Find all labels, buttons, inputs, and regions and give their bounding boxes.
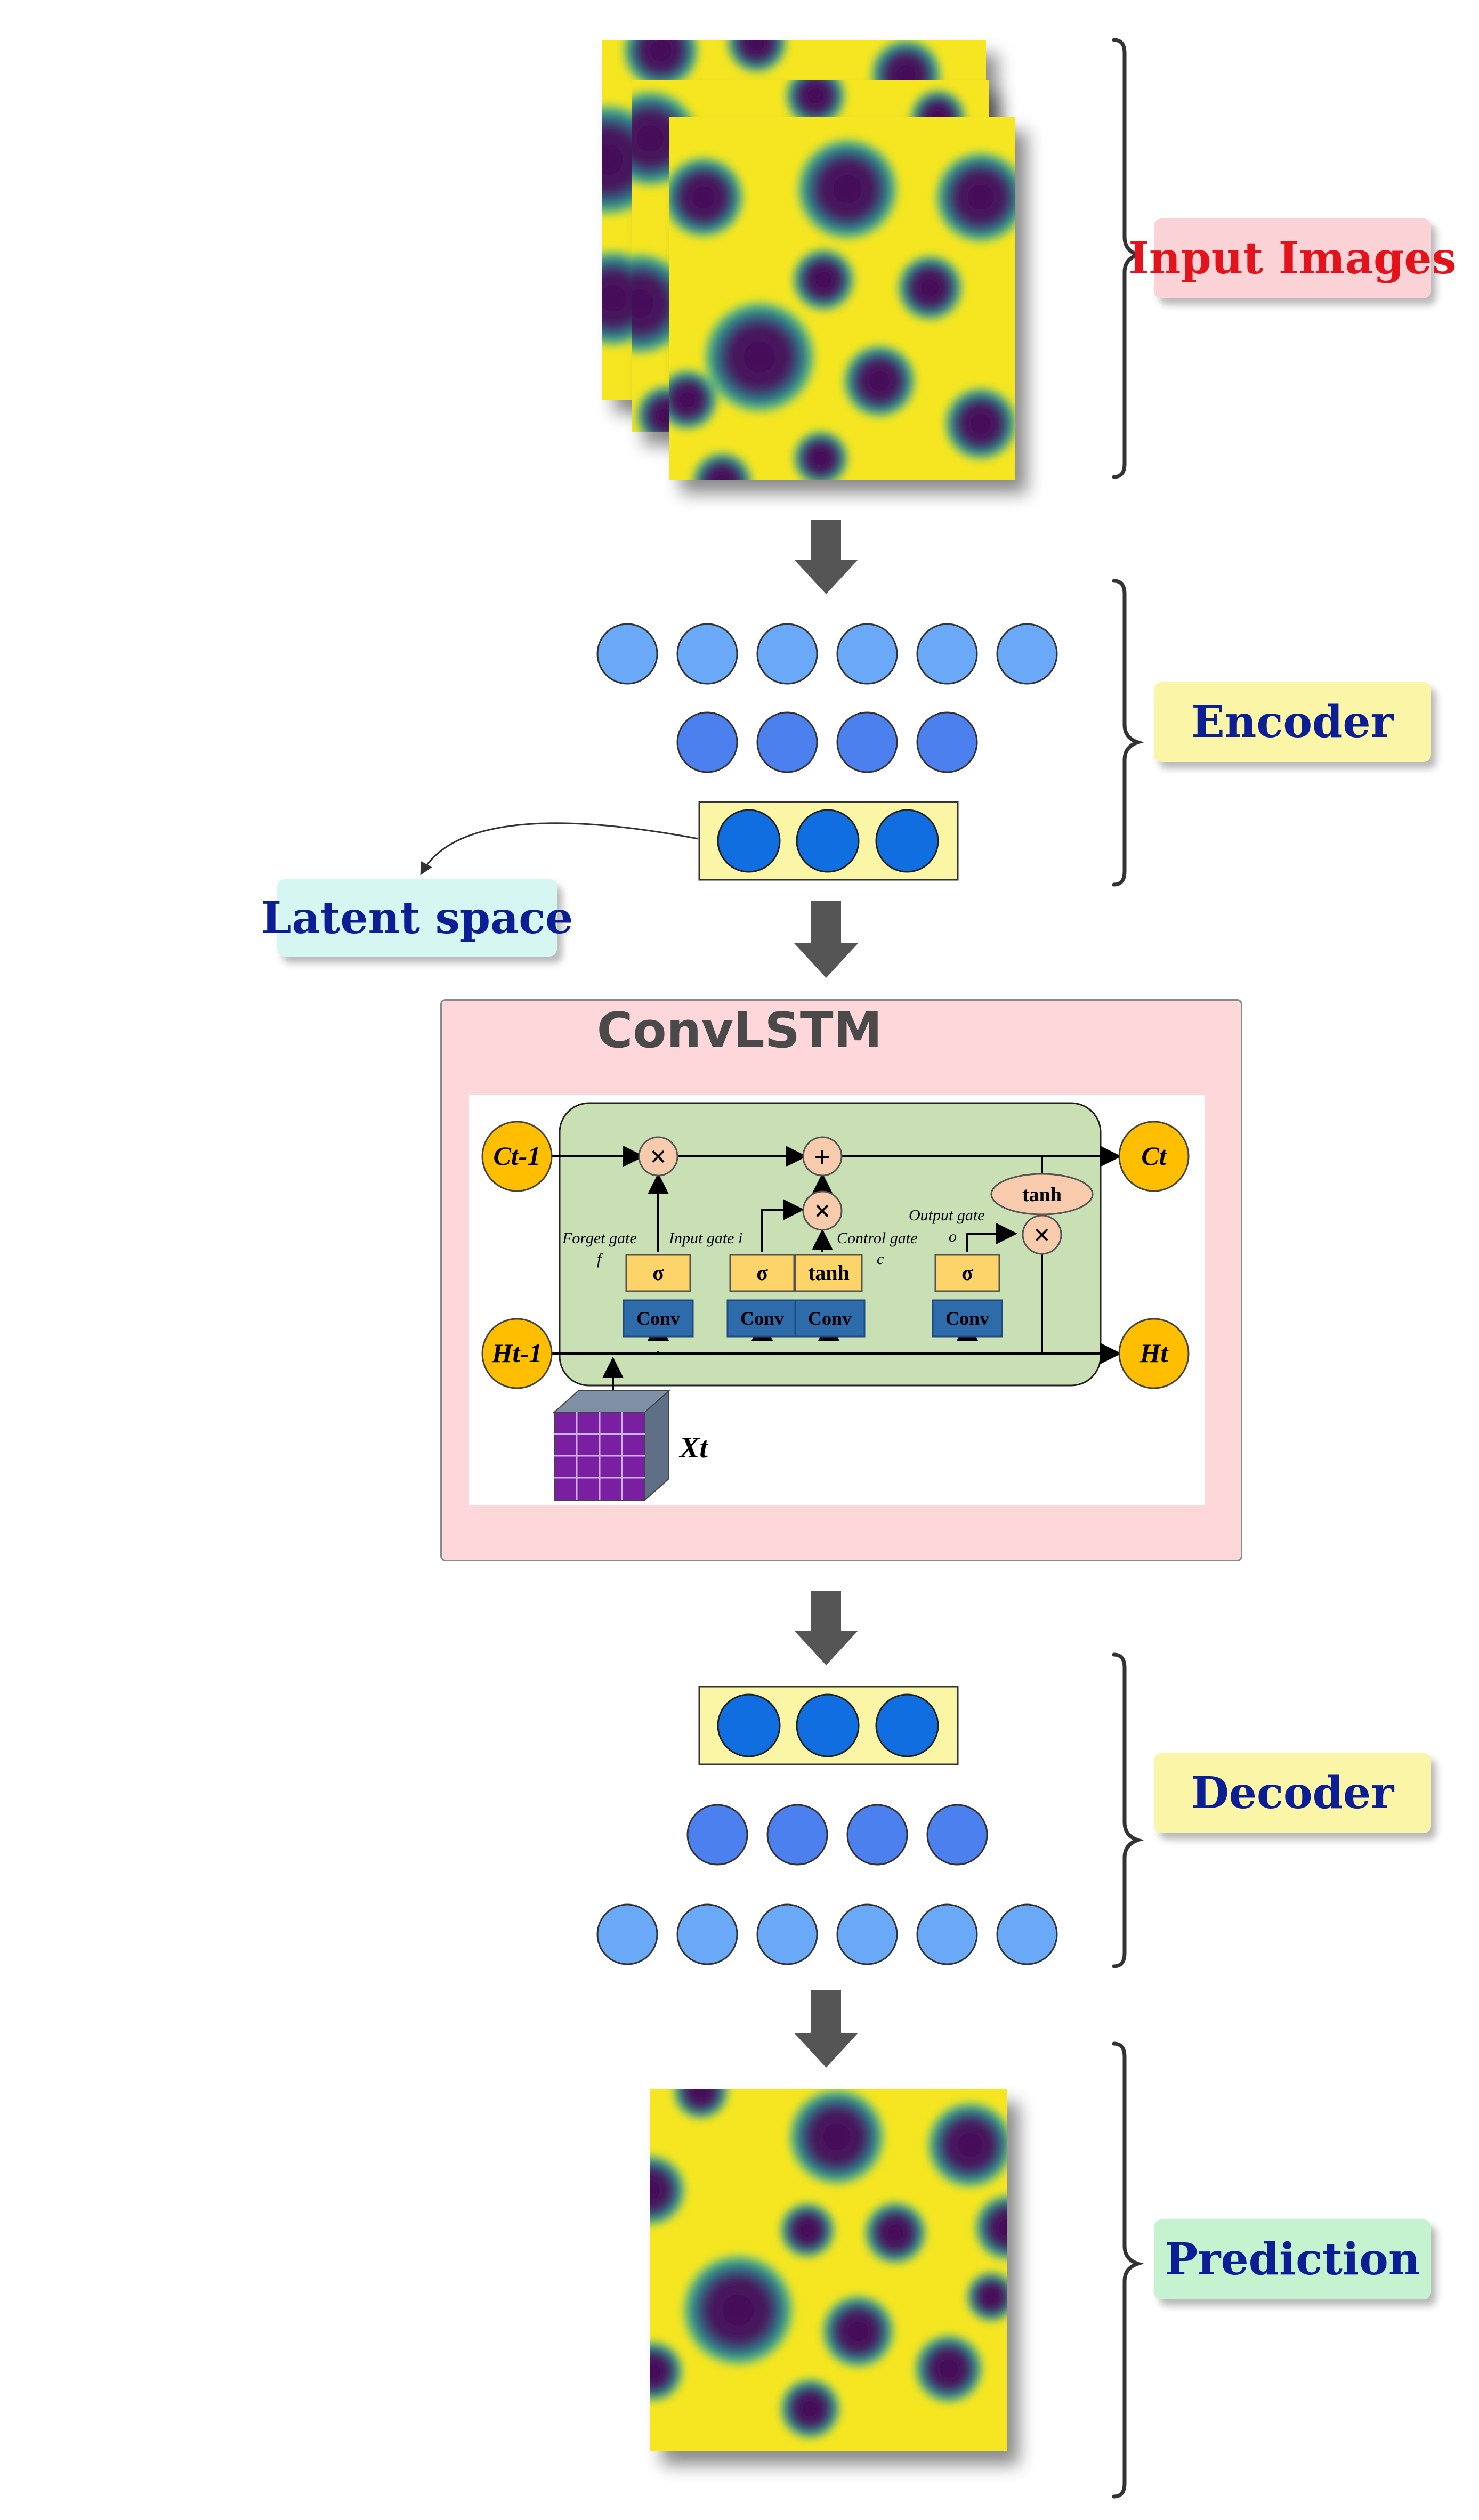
decoder-node [916, 1903, 978, 1965]
decoder-node [926, 1804, 988, 1866]
encoder-node [596, 623, 658, 685]
encoder-label: Encoder [1191, 696, 1394, 748]
latent-node [875, 809, 939, 873]
input-image-stack [602, 40, 1015, 480]
flow-arrows [794, 520, 858, 2068]
latent-pointer [420, 822, 699, 876]
latent-layer [698, 801, 959, 881]
arrow-down-1 [794, 520, 858, 594]
encoder-layer-2 [676, 711, 978, 773]
encoder-node [676, 623, 738, 685]
decoder-layer-1 [686, 1804, 988, 1866]
brace-prediction [1112, 2041, 1144, 2499]
input-images-label: Input Images [1128, 233, 1457, 284]
arrow-down-3 [794, 1591, 858, 1665]
decoder-layer-2 [596, 1903, 1058, 1965]
arrow-down-2 [794, 901, 858, 978]
brace-encoder [1112, 579, 1144, 887]
latent-node [796, 809, 860, 873]
brace-input [1112, 38, 1144, 479]
decoder-node [766, 1804, 828, 1866]
input-image-front [669, 117, 1015, 480]
latent-space-tag: Latent space [261, 879, 573, 957]
encoder-node [916, 623, 978, 685]
input-images-tag: Input Images [1128, 218, 1457, 298]
prediction-tag: Prediction [1154, 2219, 1431, 2299]
convlstm-title: ConvLSTM [596, 1002, 883, 1059]
decoder-tag: Decoder [1154, 1753, 1431, 1833]
decoder-node [836, 1903, 898, 1965]
encoder-layer-1 [596, 623, 1058, 685]
encoder-node [996, 623, 1058, 685]
latent-node [717, 809, 781, 873]
latent-node [875, 1693, 939, 1757]
arrow-down-4 [794, 1990, 858, 2068]
braces [1112, 38, 1144, 2499]
latent-node [717, 1693, 781, 1757]
decoder-node [676, 1903, 738, 1965]
prediction-image [650, 2089, 1007, 2451]
decoder-node [756, 1903, 818, 1965]
encoder-node [756, 711, 818, 773]
decoder-node [996, 1903, 1058, 1965]
decoder-node [596, 1903, 658, 1965]
encoder-node [756, 623, 818, 685]
encoder-node [836, 711, 898, 773]
decoder-latent-layer [698, 1686, 959, 1765]
prediction-label: Prediction [1165, 2234, 1420, 2285]
convlstm-panel [440, 999, 1242, 1561]
encoder-node [836, 623, 898, 685]
brace-decoder [1112, 1652, 1144, 1968]
decoder-label: Decoder [1191, 1768, 1394, 1819]
latent-space-label: Latent space [261, 892, 573, 944]
decoder-node [686, 1804, 748, 1866]
encoder-node [676, 711, 738, 773]
decoder-node [846, 1804, 908, 1866]
latent-node [796, 1693, 860, 1757]
encoder-tag: Encoder [1154, 682, 1431, 762]
encoder-node [916, 711, 978, 773]
